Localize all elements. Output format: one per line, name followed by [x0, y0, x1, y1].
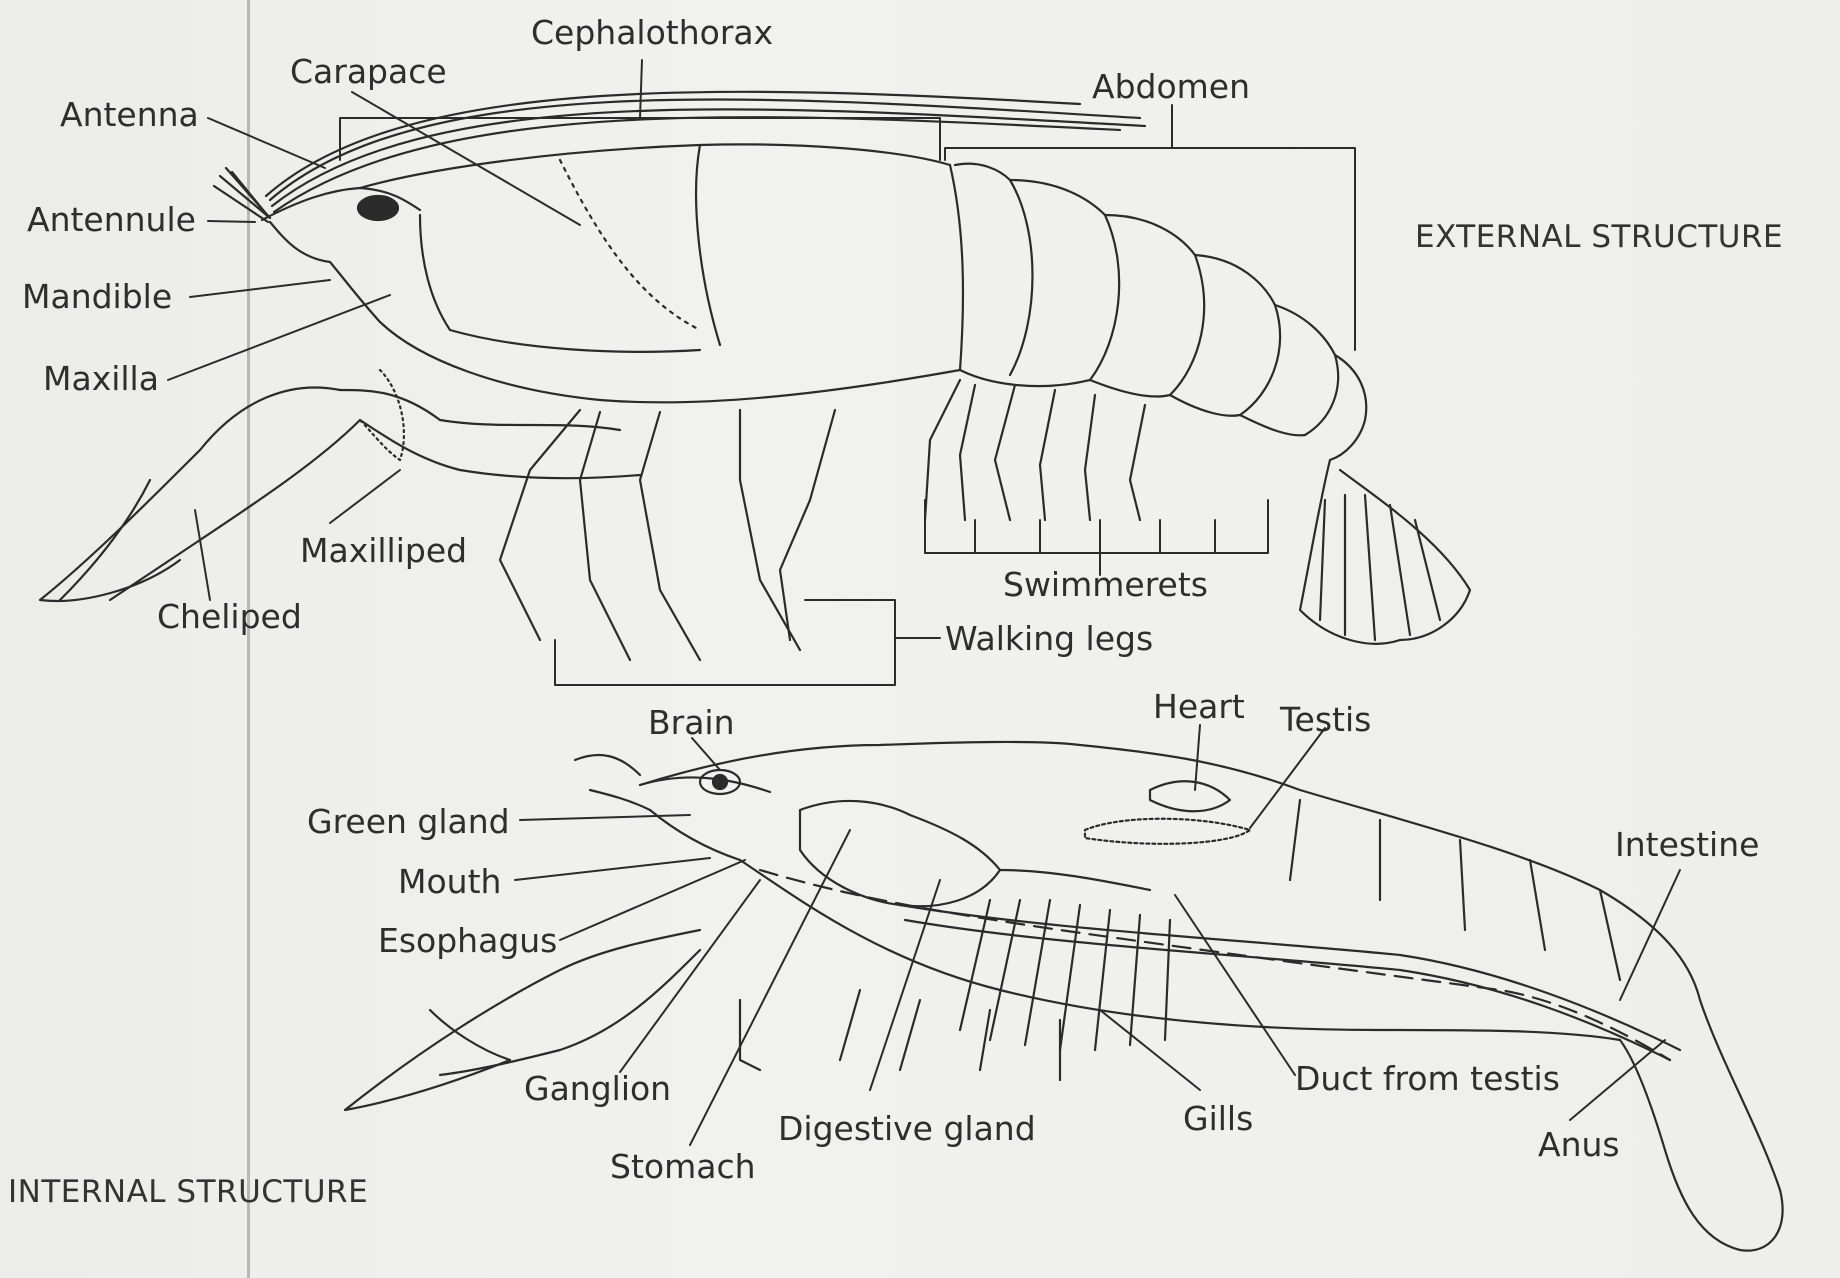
- label-digestive-gland: Digestive gland: [778, 1112, 1036, 1145]
- label-green-gland: Green gland: [307, 805, 510, 838]
- internal-structure-title: INTERNAL STRUCTURE: [8, 1177, 368, 1208]
- label-duct-from-testis: Duct from testis: [1295, 1062, 1560, 1095]
- label-cheliped: Cheliped: [157, 600, 302, 633]
- label-walking-legs: Walking legs: [945, 622, 1153, 655]
- label-cephalothorax: Cephalothorax: [531, 16, 773, 49]
- label-intestine: Intestine: [1615, 828, 1759, 861]
- label-brain: Brain: [648, 706, 735, 739]
- label-esophagus: Esophagus: [378, 924, 557, 957]
- label-testis: Testis: [1280, 703, 1371, 736]
- label-heart: Heart: [1153, 690, 1245, 723]
- label-mouth: Mouth: [398, 865, 501, 898]
- label-gills: Gills: [1183, 1102, 1253, 1135]
- label-antennule: Antennule: [27, 203, 196, 236]
- label-mandible: Mandible: [22, 280, 172, 313]
- external-structure-title: EXTERNAL STRUCTURE: [1415, 222, 1783, 253]
- label-anus: Anus: [1538, 1128, 1620, 1161]
- label-stomach: Stomach: [610, 1150, 756, 1183]
- label-maxilla: Maxilla: [43, 362, 159, 395]
- label-swimmerets: Swimmerets: [1003, 568, 1208, 601]
- label-abdomen: Abdomen: [1092, 70, 1250, 103]
- label-maxilliped: Maxilliped: [300, 534, 467, 567]
- label-carapace: Carapace: [290, 55, 447, 88]
- external-crayfish-drawing: [40, 92, 1470, 660]
- label-antenna: Antenna: [60, 98, 199, 131]
- label-ganglion: Ganglion: [524, 1072, 671, 1105]
